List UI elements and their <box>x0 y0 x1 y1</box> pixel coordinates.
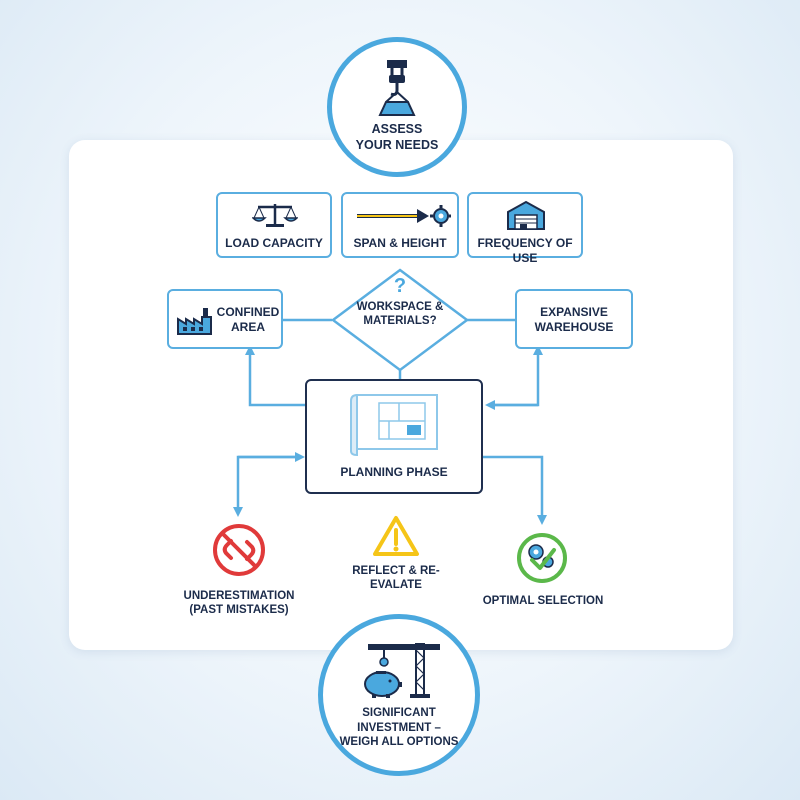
optimal-selection-label: OPTIMAL SELECTION <box>482 595 604 607</box>
assess-needs-node: ASSESS YOUR NEEDS <box>327 37 467 177</box>
frequency-label: FREQUENCY OF USE <box>477 236 573 265</box>
factory-icon <box>177 308 212 335</box>
span-height-label: SPAN & HEIGHT <box>353 236 447 250</box>
connector-planning-underestimation <box>233 455 302 517</box>
piggy-bank-crane-icon <box>364 643 440 699</box>
connector-planning-optimal <box>483 455 547 525</box>
expansive-warehouse-label: EXPANSIVE WAREHOUSE <box>534 305 614 334</box>
span-height-node: SPAN & HEIGHT <box>341 192 459 258</box>
arrow-gear-icon <box>357 205 451 227</box>
broken-link-icon <box>213 524 265 576</box>
connector-planning-confined <box>245 345 305 407</box>
expansive-warehouse-node: EXPANSIVE WAREHOUSE <box>515 289 633 349</box>
decision-diamond <box>330 268 470 372</box>
underestimation-label: UNDERESTIMATION (PAST MISTAKES) <box>183 590 295 617</box>
warehouse-icon <box>507 200 545 230</box>
reflect-label: REFLECT & RE-EVALATE <box>352 565 440 592</box>
confined-area-node: CONFINED AREA <box>167 289 283 349</box>
frequency-node: FREQUENCY OF USE <box>467 192 583 265</box>
question-mark-icon: ? <box>393 275 407 297</box>
load-capacity-node: LOAD CAPACITY <box>216 192 332 258</box>
investment-label: SIGNIFICANT INVESTMENT – WEIGH ALL OPTIO… <box>339 707 459 749</box>
balance-scale-icon <box>252 204 298 227</box>
investment-node: SIGNIFICANT INVESTMENT – WEIGH ALL OPTIO… <box>318 614 480 776</box>
warning-icon <box>373 516 419 556</box>
crane-hook-icon <box>378 60 416 117</box>
decision-label: WORKSPACE & MATERIALS? <box>356 301 444 328</box>
check-gear-icon <box>517 533 567 583</box>
connector-planning-expansive <box>490 345 543 407</box>
planning-phase-label: PLANNING PHASE <box>340 465 448 479</box>
confined-area-label: CONFINED AREA <box>216 305 280 334</box>
blueprint-icon <box>350 394 438 457</box>
assess-needs-label: ASSESS YOUR NEEDS <box>355 122 439 152</box>
load-capacity-label: LOAD CAPACITY <box>225 236 323 250</box>
planning-phase-node: PLANNING PHASE <box>305 379 483 494</box>
